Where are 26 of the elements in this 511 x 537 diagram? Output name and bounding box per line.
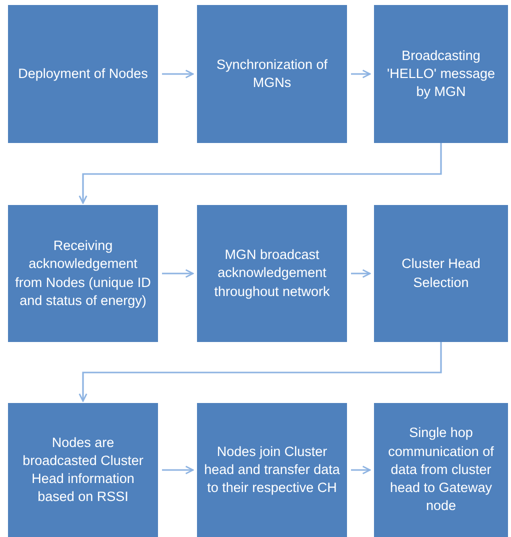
arrow: [78, 143, 442, 204]
step-text: MGN broadcast acknowledgement throughout network: [213, 246, 331, 301]
step-text: Synchronization of MGNs: [215, 56, 329, 92]
process-box: [197, 5, 347, 143]
step-text: Nodes join Cluster head and transfer data to their respective CH: [203, 442, 341, 498]
step-text: Receiving acknowledgement from Nodes (unique ID and status of energy): [14, 237, 152, 310]
process-box: [374, 205, 508, 342]
process-box: [197, 205, 347, 342]
process-box: [8, 5, 158, 143]
arrow: [162, 269, 194, 278]
step-text: Deployment of Nodes: [18, 64, 148, 83]
arrow: [78, 342, 442, 402]
step-text: Broadcasting 'HELLO' message by MGN: [386, 46, 496, 102]
arrow: [162, 70, 194, 78]
arrow: [351, 466, 371, 474]
process-box: [8, 205, 158, 342]
arrow: [351, 269, 371, 278]
arrow: [351, 70, 371, 78]
step-text: Cluster Head Selection: [400, 255, 482, 292]
process-box: [374, 403, 508, 537]
process-box: [8, 403, 158, 537]
step-text: Single hop communication of data from cluster head to Gateway node: [387, 424, 495, 516]
process-box: [197, 403, 347, 537]
process-box: [374, 5, 508, 143]
arrow: [162, 466, 194, 474]
step-text: Nodes are broadcasted Cluster Head information based on RSSI: [22, 434, 144, 506]
